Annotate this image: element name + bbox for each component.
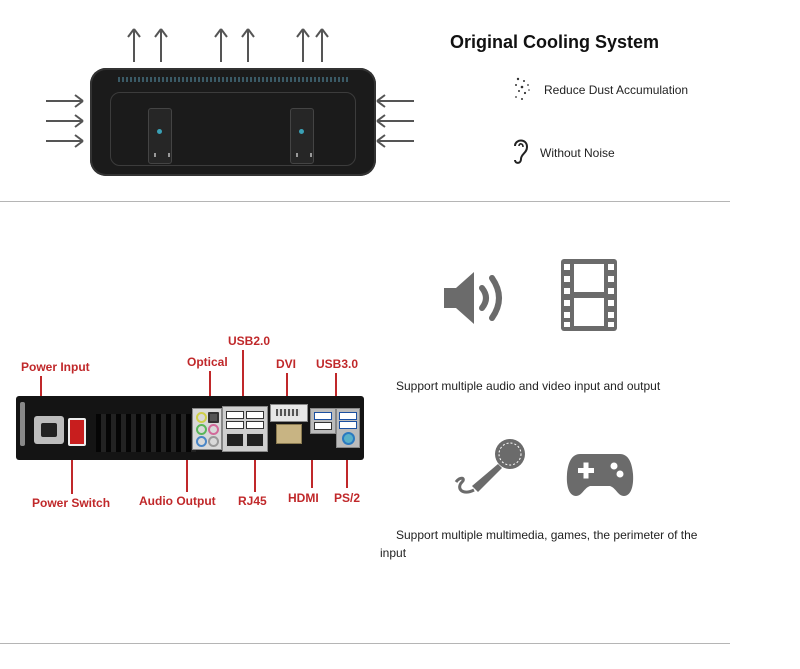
label-dvi: DVI	[276, 357, 297, 371]
ps2-port	[342, 432, 355, 445]
usb2-rj45-block	[222, 406, 268, 452]
dvi-pins	[276, 409, 300, 416]
usb3-port	[339, 421, 357, 429]
dvi-screw-plate	[276, 424, 302, 444]
usb3-hdmi-block	[310, 408, 336, 434]
ear-icon	[514, 139, 529, 164]
airflow-arrow-up-icon	[315, 28, 329, 62]
film-strip-icon	[561, 259, 617, 331]
leader-ps2	[346, 440, 348, 488]
av-support-text: Support multiple audio and video input a…	[396, 379, 661, 393]
gamepad-icon	[566, 454, 634, 496]
airflow-arrow-left-icon	[376, 134, 414, 148]
leader-usb2	[242, 350, 244, 410]
leader-optical	[209, 371, 211, 411]
airflow-arrow-up-icon	[296, 28, 310, 62]
panel-edge	[20, 402, 25, 446]
airflow-arrow-up-icon	[127, 28, 141, 62]
airflow-arrow-right-icon	[46, 94, 84, 108]
airflow-arrow-left-icon	[376, 94, 414, 108]
power-switch[interactable]	[68, 418, 86, 446]
rj45-port	[246, 433, 264, 447]
power-input-socket	[34, 416, 64, 444]
cooling-section: Original Cooling System Reduce Dust Accu…	[0, 0, 800, 200]
rear-io-panel	[16, 396, 364, 460]
audio-jack	[208, 424, 219, 435]
device-rear-view	[90, 68, 376, 176]
audio-jack	[208, 436, 219, 447]
label-ps2: PS/2	[334, 491, 361, 505]
audio-jack	[196, 412, 207, 423]
bottom-divider	[0, 643, 730, 644]
hdmi-port	[314, 422, 332, 430]
label-usb3: USB3.0	[316, 357, 359, 371]
label-audio-output: Audio Output	[139, 494, 216, 508]
airflow-arrow-right-icon	[46, 134, 84, 148]
usb3-port	[339, 412, 357, 420]
microphone-icon	[454, 439, 525, 494]
leader-dvi	[286, 373, 288, 407]
usb2-port	[226, 411, 244, 419]
feature-noise-text: Without Noise	[540, 146, 615, 160]
label-power-switch: Power Switch	[32, 496, 111, 510]
rear-cover-panel	[110, 92, 356, 166]
leader-usb3	[335, 373, 337, 409]
label-rj45: RJ45	[238, 494, 267, 508]
airflow-arrow-up-icon	[154, 28, 168, 62]
mount-bracket-left	[148, 108, 172, 164]
label-usb2: USB2.0	[228, 334, 271, 348]
leader-rj45	[254, 448, 256, 492]
rear-vents	[96, 414, 196, 452]
speaker-icon	[444, 272, 502, 324]
usb2-port	[246, 421, 264, 429]
cooling-title: Original Cooling System	[450, 32, 660, 52]
audio-jack	[196, 424, 207, 435]
airflow-arrow-up-icon	[241, 28, 255, 62]
label-optical: Optical	[187, 355, 228, 369]
dust-particles-icon	[515, 77, 530, 100]
audio-port-block	[192, 408, 222, 450]
mount-bracket-right	[290, 108, 314, 164]
usb2-port	[246, 411, 264, 419]
airflow-arrow-right-icon	[46, 114, 84, 128]
usb3-port	[314, 412, 332, 420]
usb2-port	[226, 421, 244, 429]
label-power-input: Power Input	[21, 360, 90, 374]
airflow-arrow-up-icon	[214, 28, 228, 62]
dvi-port	[270, 404, 308, 422]
section-divider	[0, 201, 730, 202]
feature-dust-text: Reduce Dust Accumulation	[544, 83, 689, 97]
airflow-arrow-left-icon	[376, 114, 414, 128]
label-hdmi: HDMI	[288, 491, 319, 505]
audio-jack	[196, 436, 207, 447]
leader-power-switch	[71, 444, 73, 494]
top-vent	[118, 77, 348, 82]
usb3-ps2-block	[336, 408, 360, 448]
rj45-port	[226, 433, 244, 447]
optical-port	[208, 412, 219, 423]
games-support-text: Support multiple multimedia, games, the …	[380, 528, 698, 560]
